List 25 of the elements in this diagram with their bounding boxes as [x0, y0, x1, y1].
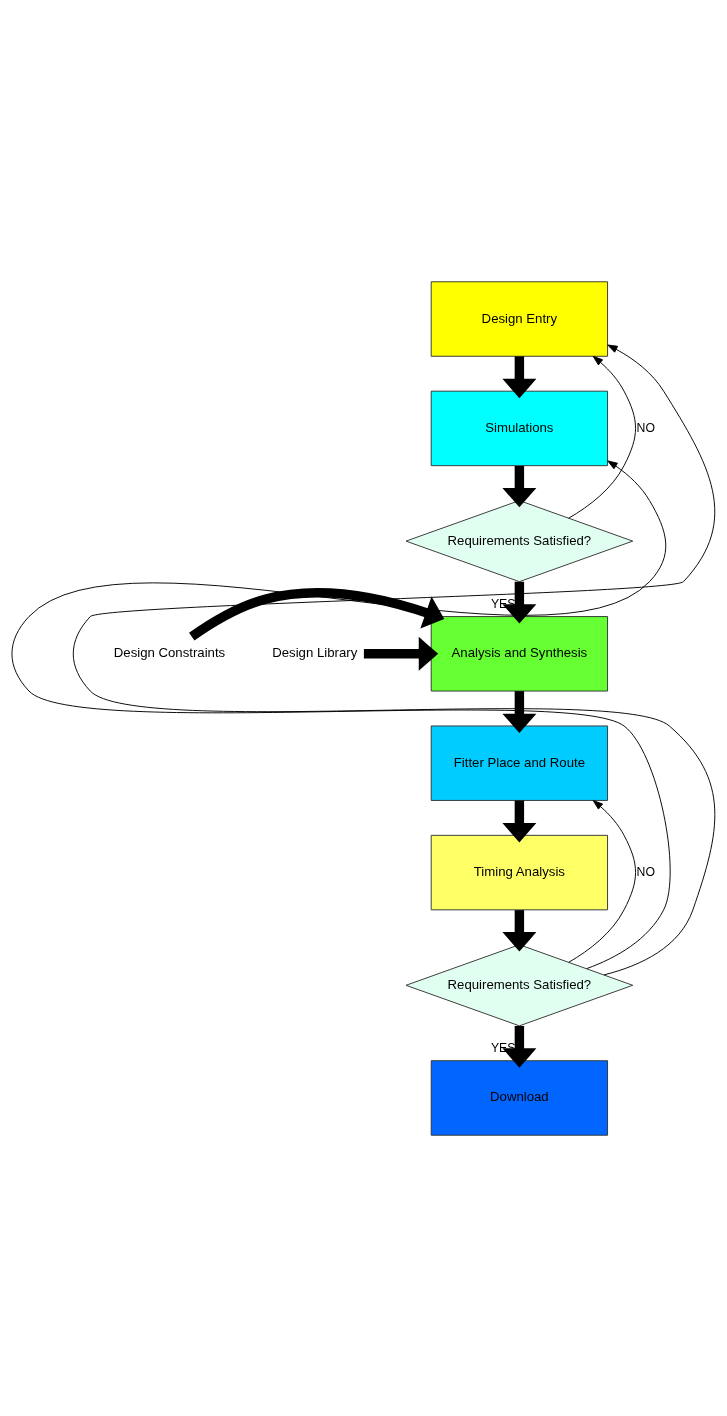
- arrow: [568, 799, 636, 963]
- node-box: Design Entry: [430, 280, 608, 357]
- arrow: [11, 459, 671, 969]
- arrow: [502, 690, 537, 733]
- edge-label: NO: [636, 420, 655, 435]
- arrow: [502, 465, 537, 507]
- edge-label: NO: [636, 864, 655, 879]
- node-text: Design Library: [272, 644, 358, 660]
- node-box: Analysis and Synthesis: [430, 615, 608, 691]
- arrow: [363, 636, 439, 671]
- arrow: [502, 800, 537, 842]
- node-diamond: Requirements Satisfied?: [405, 499, 634, 582]
- arrow: [189, 587, 445, 641]
- node-diamond: Requirements Satisfied?: [405, 943, 634, 1026]
- node-box: Simulations: [430, 390, 608, 466]
- node-box: Timing Analysis: [430, 834, 608, 910]
- node-text: Design Constraints: [113, 644, 226, 660]
- arrow: [568, 355, 636, 519]
- node-box: Download: [430, 1059, 608, 1136]
- arrow: [72, 344, 716, 975]
- arrow: [502, 355, 537, 398]
- node-box: Fitter Place and Route: [430, 725, 608, 801]
- arrow: [502, 1025, 537, 1068]
- arrow: [502, 909, 537, 952]
- arrow: [502, 581, 537, 624]
